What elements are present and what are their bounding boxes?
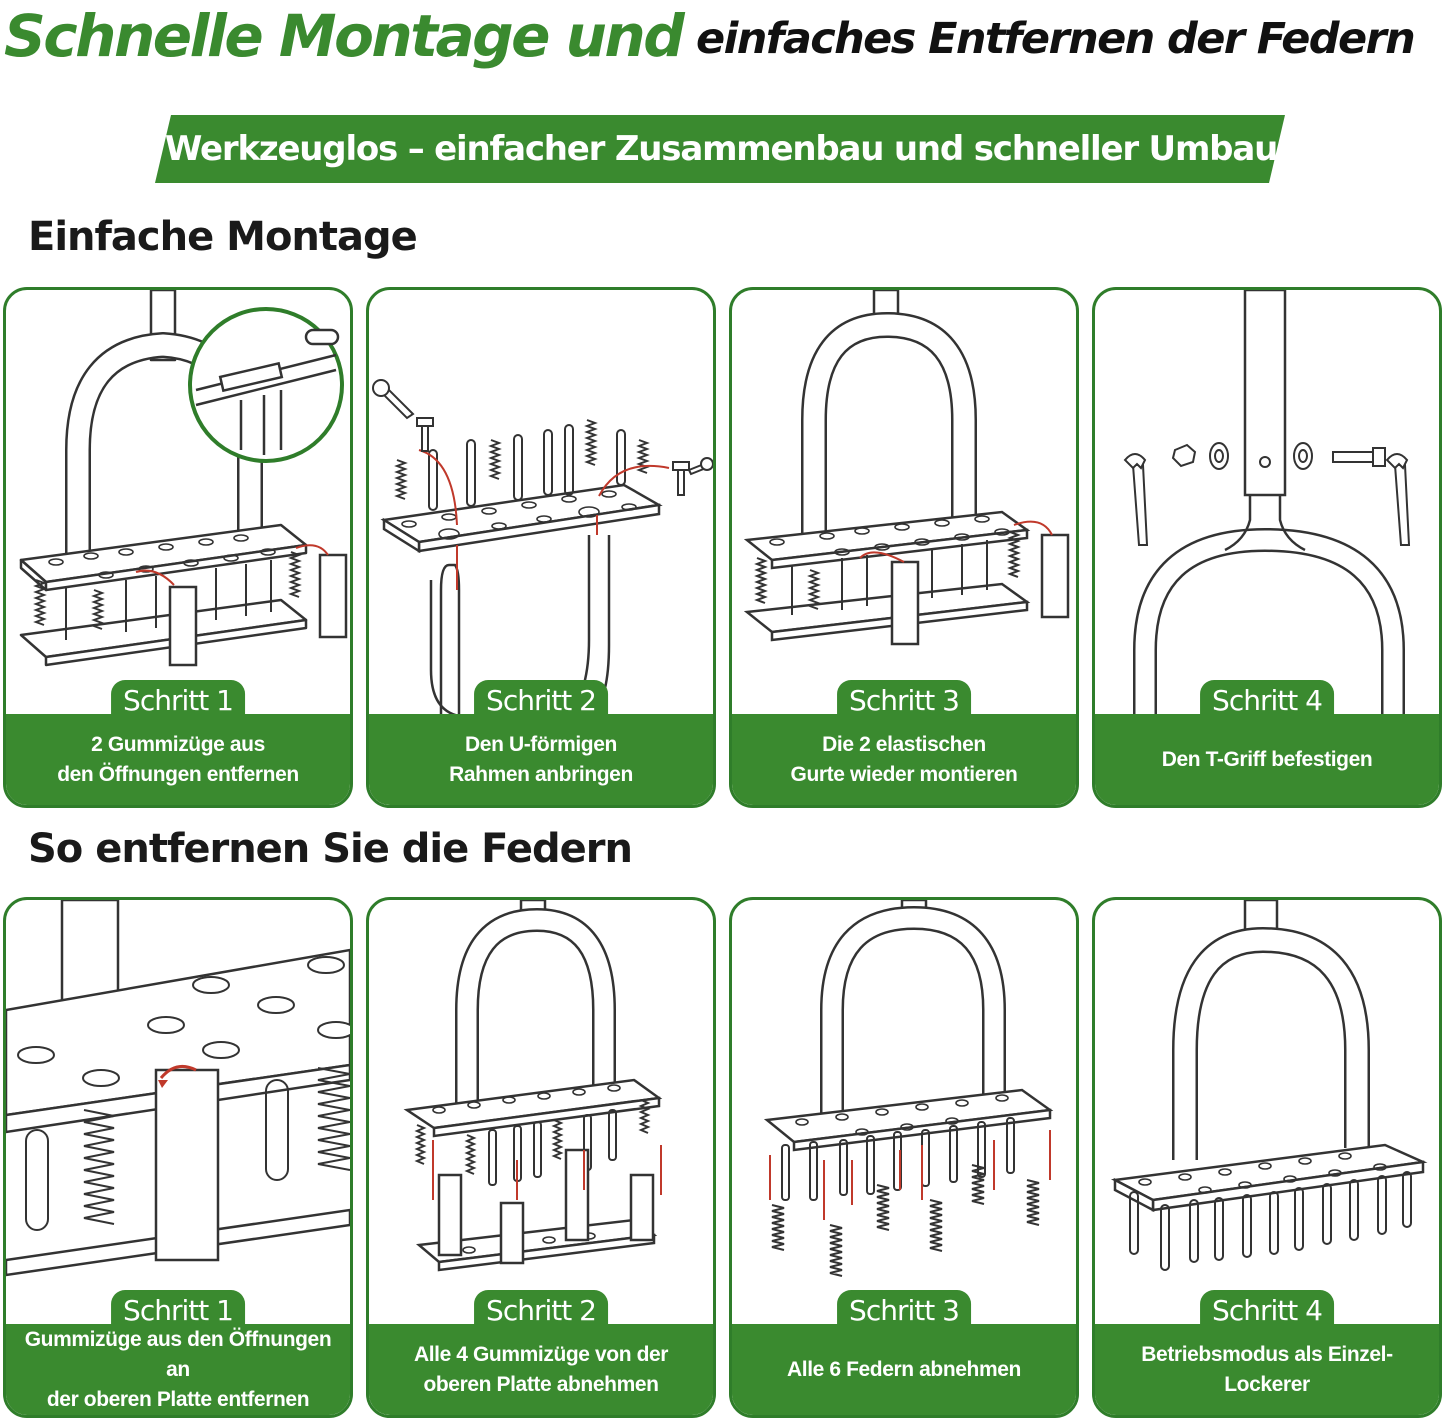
step-card-federn-4: Schritt 4 Betriebsmodus als Einzel-Locke… xyxy=(1092,897,1442,1418)
step-card-federn-1: Schritt 1 Gummizüge aus den Öffnungen an… xyxy=(3,897,353,1418)
step-description: Alle 6 Federn abnehmen xyxy=(787,1357,1021,1381)
illustration-remove-all-bands xyxy=(403,900,663,1272)
step-label: Schritt 3 xyxy=(837,680,971,720)
step-description-box: Die 2 elastischen Gurte wieder montieren xyxy=(732,714,1076,805)
step-description: 2 Gummizüge aus den Öffnungen entfernen xyxy=(57,732,299,786)
step-label: Schritt 4 xyxy=(1200,680,1334,720)
step-description: Den T-Griff befestigen xyxy=(1161,747,1373,771)
step-description: Alle 4 Gummizüge von der oberen Platte a… xyxy=(413,1342,669,1396)
bolt-icon xyxy=(672,461,690,496)
step-card-montage-2: Schritt 2 Den U-förmigen Rahmen anbringe… xyxy=(366,287,716,808)
step-description-box: Gummizüge aus den Öffnungen an der obere… xyxy=(6,1324,350,1415)
bolt-icon xyxy=(1332,447,1386,467)
wrench-icon xyxy=(372,379,415,420)
illustration-single-loosener xyxy=(1110,900,1428,1271)
spring-icon xyxy=(771,1164,1040,1277)
illustration-reattach-bands xyxy=(743,290,1070,646)
banner-text: Werkzeuglos – einfacher Zusammenbau und … xyxy=(164,129,1278,169)
down-arrow-icon xyxy=(769,1130,1051,1220)
illustration-closeup-bands xyxy=(6,900,350,1277)
illustration-attach-t-handle xyxy=(1123,290,1411,715)
bolt-icon xyxy=(416,417,434,452)
step-card-montage-1: Schritt 1 2 Gummizüge aus den Öffnungen … xyxy=(3,287,353,808)
washer-icon xyxy=(1209,442,1229,470)
step-description-box: Alle 4 Gummizüge von der oberen Platte a… xyxy=(369,1324,713,1415)
step-description: Betriebsmodus als Einzel-Lockerer xyxy=(1141,1342,1393,1396)
section-heading-federn: So entfernen Sie die Federn xyxy=(28,826,633,872)
section-heading-montage: Einfache Montage xyxy=(28,214,418,260)
wrench-icon xyxy=(687,457,713,476)
wrench-icon xyxy=(1385,453,1411,546)
step-description: Den U-förmigen Rahmen anbringen xyxy=(449,732,633,786)
step-description-box: Den T-Griff befestigen xyxy=(1095,714,1439,805)
step-description-box: Alle 6 Federn abnehmen xyxy=(732,1324,1076,1415)
step-description: Die 2 elastischen Gurte wieder montieren xyxy=(790,732,1018,786)
step-card-federn-2: Schritt 2 Alle 4 Gummizüge von der obere… xyxy=(366,897,716,1418)
banner-shape xyxy=(155,115,1285,183)
zoom-detail-circle xyxy=(188,307,344,463)
step-description-box: Betriebsmodus als Einzel-Lockerer xyxy=(1095,1324,1439,1415)
illustration-attach-u-frame xyxy=(372,379,713,716)
step-label: Schritt 1 xyxy=(111,1290,245,1330)
step-label: Schritt 1 xyxy=(111,680,245,720)
wrench-icon xyxy=(1123,453,1149,546)
step-card-montage-4: Schritt 4 Den T-Griff befestigen xyxy=(1092,287,1442,808)
step-label: Schritt 4 xyxy=(1200,1290,1334,1330)
step-description: Gummizüge aus den Öffnungen an der obere… xyxy=(24,1327,332,1411)
step-card-federn-3: Schritt 3 Alle 6 Federn abnehmen xyxy=(729,897,1079,1418)
step-description-box: Den U-förmigen Rahmen anbringen xyxy=(369,714,713,805)
banner: Werkzeuglos – einfacher Zusammenbau und … xyxy=(155,113,1287,185)
arrow-icon xyxy=(135,569,175,586)
nut-icon xyxy=(1171,443,1197,468)
step-label: Schritt 2 xyxy=(474,1290,608,1330)
down-arrow-icon xyxy=(432,1140,662,1200)
step-label: Schritt 2 xyxy=(474,680,608,720)
main-title-green: Schnelle Montage und xyxy=(4,2,685,70)
main-title-black: einfaches Entfernen der Federn xyxy=(696,14,1416,64)
main-title: Schnelle Montage und einfaches Entfernen… xyxy=(4,0,1444,78)
step-card-montage-3: Schritt 3 Die 2 elastischen Gurte wieder… xyxy=(729,287,1079,808)
step-description-box: 2 Gummizüge aus den Öffnungen entfernen xyxy=(6,714,350,805)
step-label: Schritt 3 xyxy=(837,1290,971,1330)
illustration-remove-springs xyxy=(763,900,1054,1277)
illustration-remove-bands xyxy=(19,290,348,667)
washer-icon xyxy=(1293,442,1313,470)
